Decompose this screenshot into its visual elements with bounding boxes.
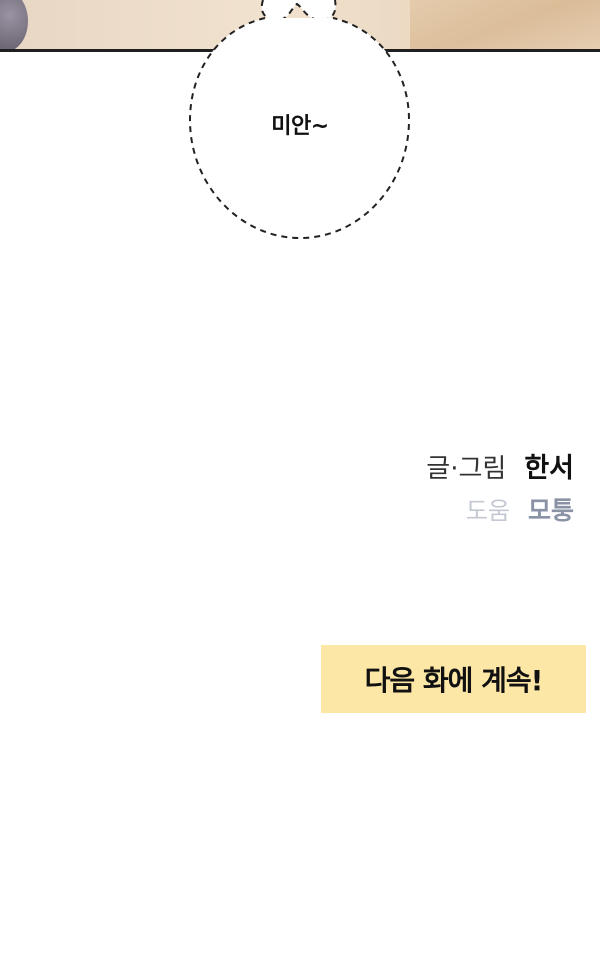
credit-writer-role: 글·그림 [426,454,507,484]
speech-bubble: 미안~ [185,0,415,245]
speech-bubble-text: 미안~ [271,114,329,139]
panel-figure-fragment [0,0,28,49]
credit-assistant-name: 모퉁 [527,496,574,525]
credit-assistant: 도움 모퉁 [426,498,574,523]
credit-assistant-role: 도움 [465,497,510,525]
credits-block: 글·그림 한서 도움 모퉁 [426,455,574,523]
panel-background-wood [410,0,600,49]
speech-bubble-outline [188,0,411,240]
to-be-continued-banner: 다음 화에 계속! [321,645,586,713]
credit-writer-name: 한서 [524,453,574,484]
credit-writer: 글·그림 한서 [426,455,574,482]
to-be-continued-text: 다음 화에 계속! [364,664,544,697]
